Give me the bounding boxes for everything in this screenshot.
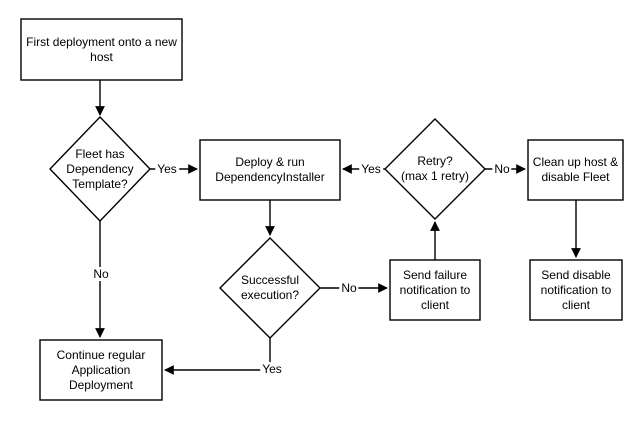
node-send-disable-shape xyxy=(529,259,623,321)
node-cleanup-shape xyxy=(527,139,624,201)
node-deploy-installer-shape xyxy=(199,139,341,201)
node-shape-group xyxy=(20,18,624,401)
node-successful-execution-shape xyxy=(219,237,321,339)
node-send-failure-shape xyxy=(389,259,481,321)
edge-group xyxy=(95,80,581,375)
edge-success-yes-to-continue xyxy=(164,338,271,375)
node-fleet-template-shape xyxy=(49,115,151,223)
node-retry-shape xyxy=(384,118,486,220)
node-continue-deployment-shape xyxy=(39,339,163,401)
node-first-deployment-shape xyxy=(20,18,183,81)
